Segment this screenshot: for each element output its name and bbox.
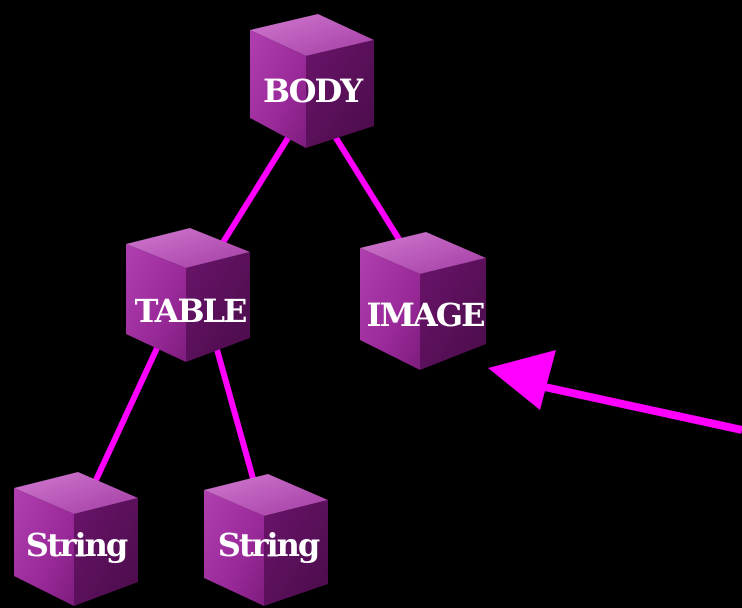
cube-top	[126, 228, 250, 268]
edges	[93, 135, 405, 485]
node-label-table: TABLE	[135, 292, 246, 330]
node-table: TABLE	[126, 228, 250, 362]
pointer-arrowhead	[488, 350, 556, 410]
cube-side	[306, 40, 374, 148]
cube-side	[74, 498, 138, 606]
cube-front	[204, 490, 264, 606]
node-string-right: String	[204, 474, 328, 606]
cube-front	[14, 488, 74, 606]
node-label-string-right: String	[218, 526, 320, 564]
pointer-arrow	[488, 350, 742, 434]
pointer-arrow-shaft	[539, 382, 742, 434]
node-image: IMAGE	[360, 232, 486, 370]
cube-front	[360, 248, 420, 370]
cube-top	[250, 14, 374, 56]
cube-top	[14, 472, 138, 514]
node-label-body: BODY	[263, 72, 364, 110]
cube-side	[264, 500, 328, 606]
node-body: BODY	[250, 14, 374, 148]
cube-side	[186, 252, 250, 362]
cube-top	[360, 232, 486, 274]
edge-body-image	[333, 135, 405, 247]
edge-table-string-left	[93, 343, 161, 483]
node-label-string-left: String	[26, 526, 128, 564]
node-label-image: IMAGE	[367, 296, 485, 334]
edge-body-table	[219, 135, 291, 247]
edge-table-string-right	[213, 343, 257, 485]
cube-side	[420, 258, 486, 370]
node-string-left: String	[14, 472, 138, 606]
cube-top	[204, 474, 328, 516]
cube-front	[250, 30, 306, 148]
cube-front	[126, 244, 186, 362]
